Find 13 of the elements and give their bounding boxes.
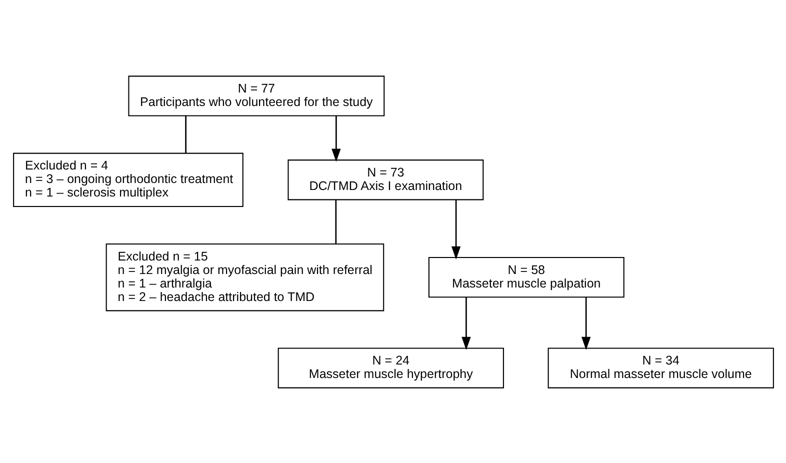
node-box: N = 24 Masseter muscle hypertrophy xyxy=(277,347,504,388)
connector xyxy=(334,200,336,244)
arrow xyxy=(450,200,460,260)
node-box: N = 58 Masseter muscle palpation xyxy=(428,256,624,298)
node-box: Excluded n = 4 n = 3 – ongoing orthodontic treatment n = 1 – sclerosis multiplex xyxy=(12,152,243,206)
node-box: N = 77 Participants who volunteered for the study xyxy=(128,75,384,116)
node-box: N = 73 DC/TMD Axis I examination xyxy=(287,159,484,200)
node-box: Excluded n = 15 n = 12 myalgia or myofascial pain with referral n = 1 – arthralgia n = 2 – headache attributed to TMD xyxy=(105,242,384,311)
arrow xyxy=(580,296,590,350)
arrow xyxy=(331,115,340,162)
arrow xyxy=(461,296,470,350)
node-box: N = 34 Normal masseter muscle volume xyxy=(547,347,774,388)
connector xyxy=(184,115,186,153)
